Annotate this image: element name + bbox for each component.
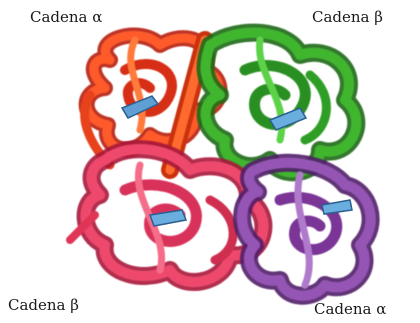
label-beta-chain-bottom-left: Cadena β: [8, 296, 79, 314]
chain-beta-top-right: [206, 33, 357, 173]
label-beta-chain-top-right: Cadena β: [312, 8, 383, 26]
label-alpha-chain-top-left: Cadena α: [30, 8, 102, 26]
label-alpha-chain-bottom-right: Cadena α: [314, 300, 386, 318]
